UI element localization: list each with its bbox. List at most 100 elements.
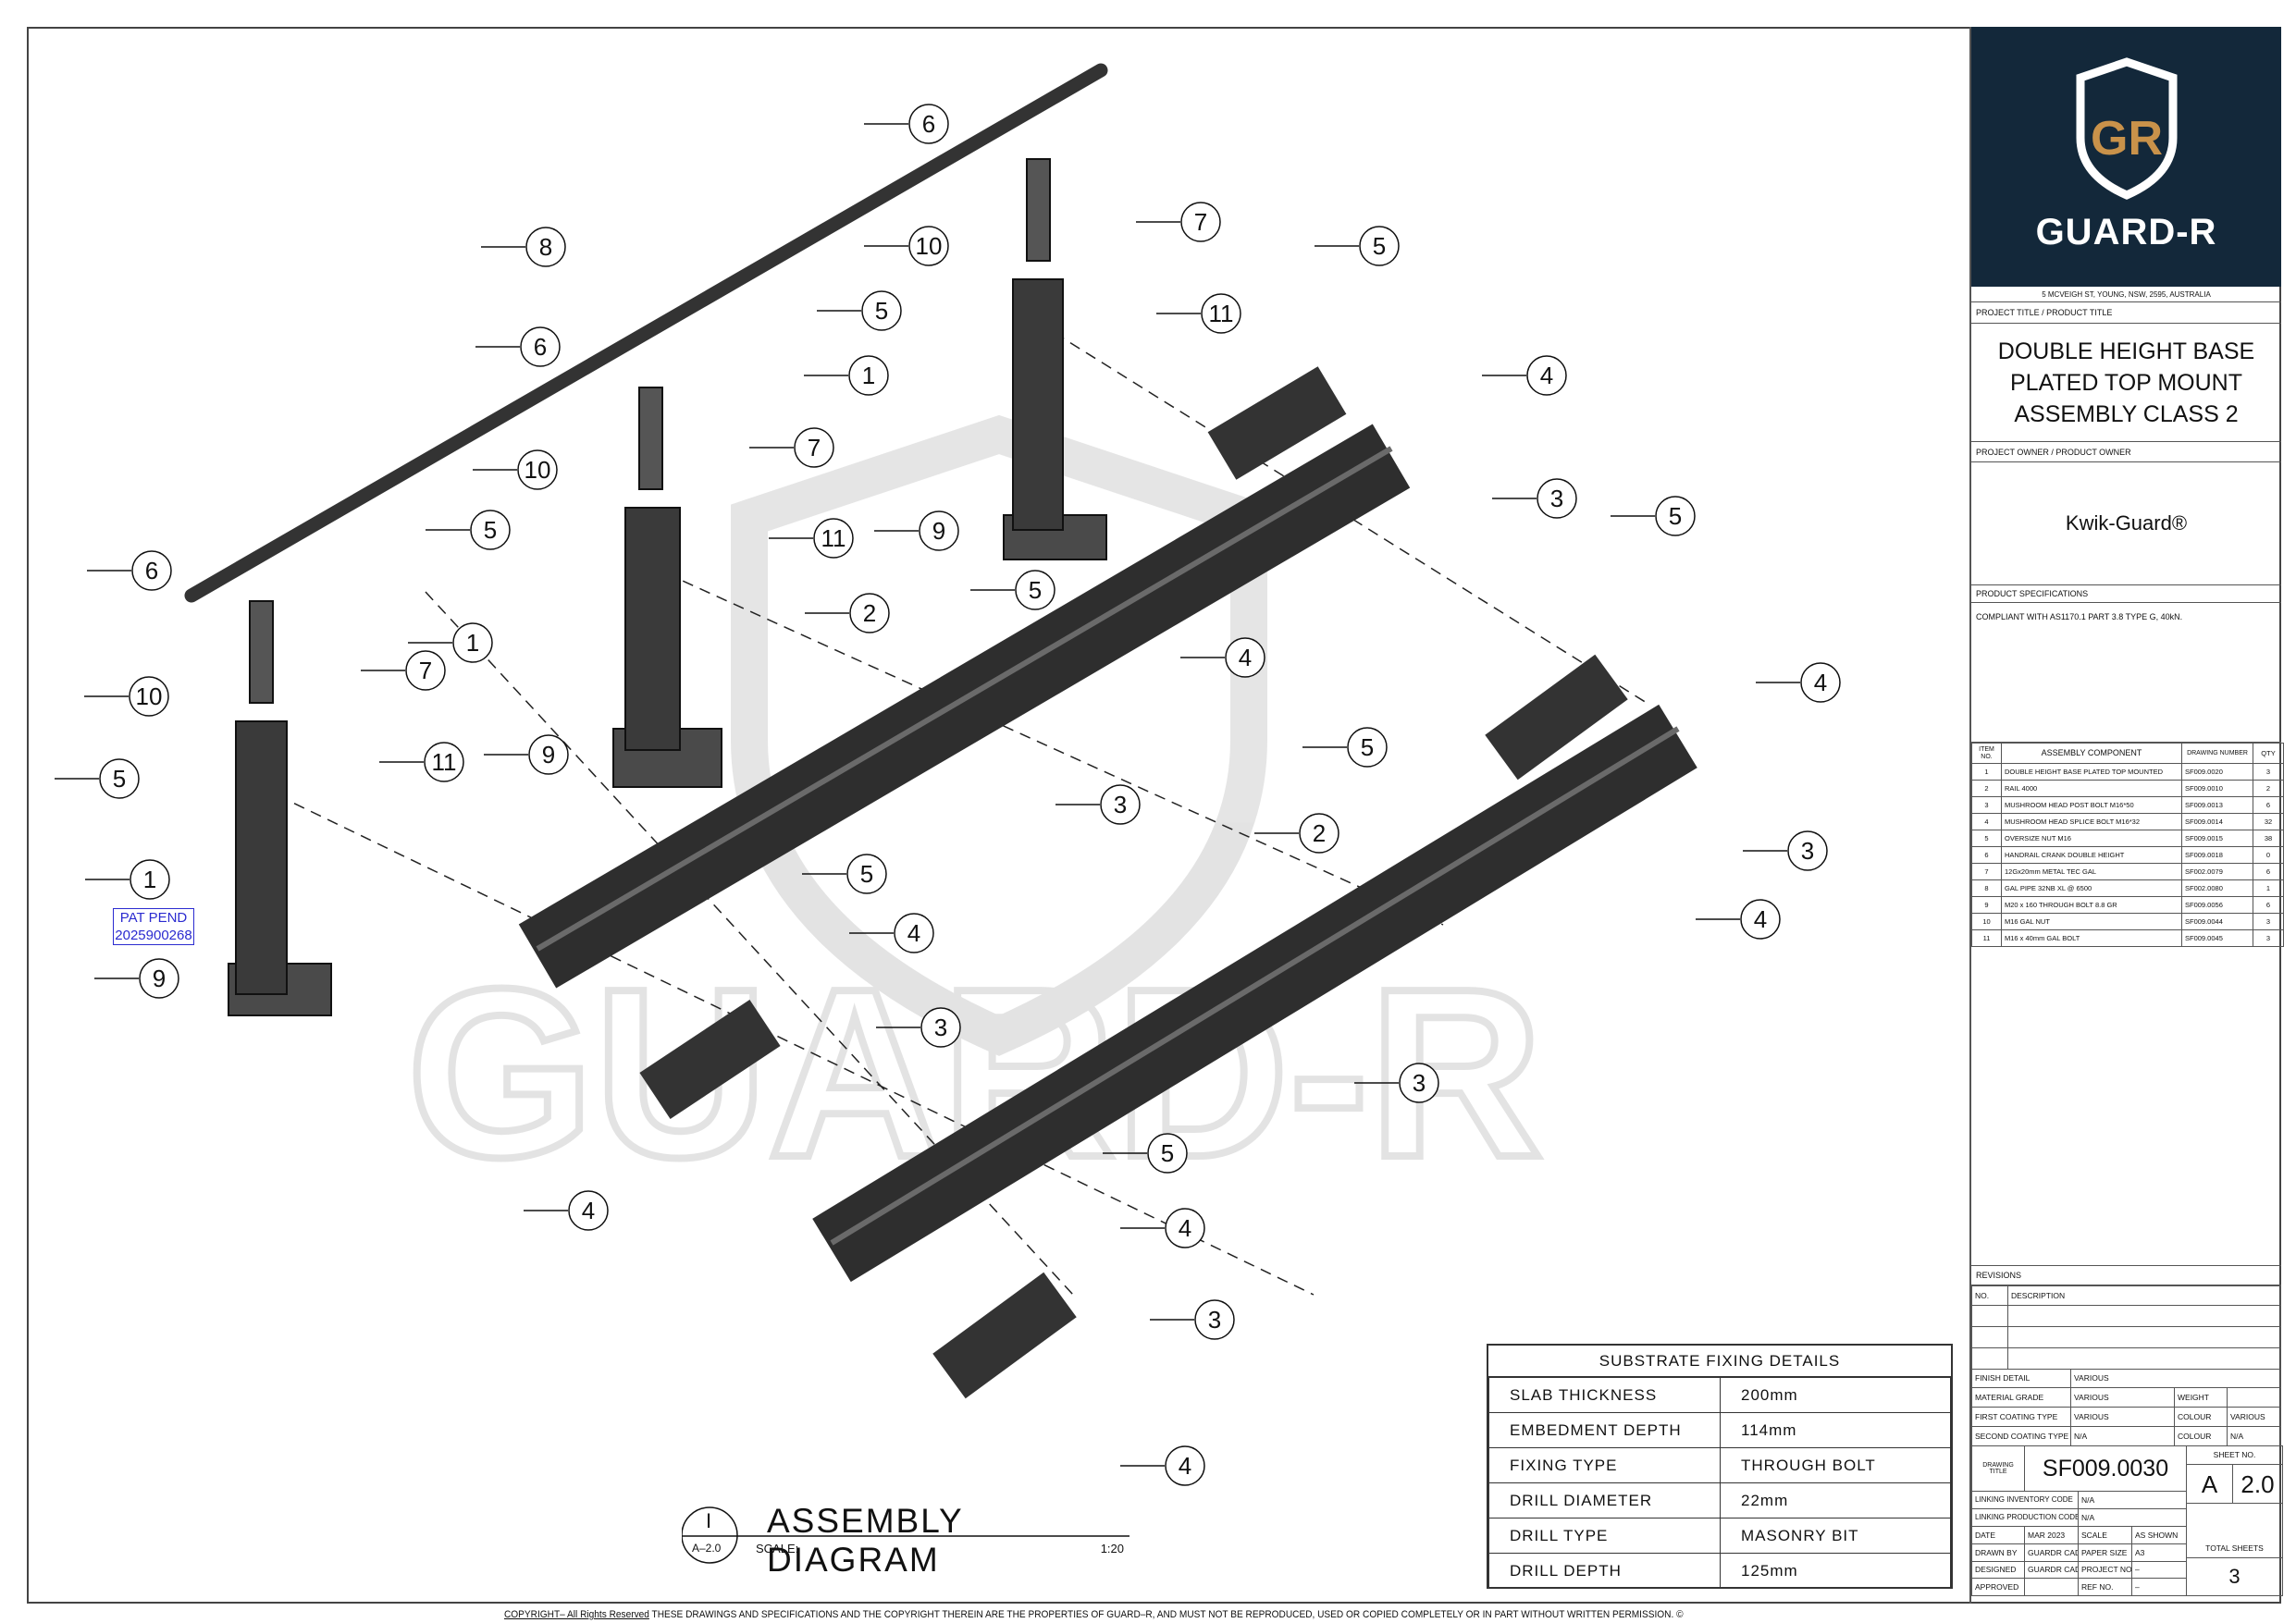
callout-balloon: 5	[817, 290, 902, 331]
splice-plate	[1485, 654, 1628, 781]
balloon-circle	[99, 758, 140, 799]
parts-item: 3	[1971, 796, 2002, 814]
parts-drawing: SF009.0044	[2181, 913, 2253, 930]
callout-balloon: 6	[864, 104, 949, 144]
callout-balloon: 9	[874, 510, 959, 551]
parts-item: 6	[1971, 846, 2002, 864]
total-sheets: 3	[2186, 1557, 2283, 1596]
inventory-code-label: LINKING INVENTORY CODE	[1971, 1491, 2079, 1509]
date-label: DATE	[1971, 1526, 2025, 1544]
balloon-circle	[1347, 727, 1388, 768]
colour1-value: VARIOUS	[2227, 1407, 2281, 1427]
parts-component: M20 x 160 THROUGH BOLT 8.8 GR	[2001, 896, 2182, 914]
patent-pending-label: PAT PEND 2025900268	[113, 908, 194, 945]
assembly-title: ASSEMBLY DIAGRAM	[767, 1502, 964, 1579]
callout-number: 9	[542, 741, 555, 768]
project-title-label: PROJECT TITLE / PRODUCT TITLE	[1971, 302, 2281, 324]
balloon-circle	[794, 427, 834, 468]
parts-component: GAL PIPE 32NB XL @ 6500	[2001, 879, 2182, 897]
sheet-letter: A	[2186, 1464, 2233, 1504]
parts-component: OVERSIZE NUT M16	[2001, 830, 2182, 847]
colour2-value: N/A	[2227, 1426, 2281, 1446]
callout-number: 4	[1239, 644, 1252, 671]
sheet-number: 2.0	[2232, 1464, 2283, 1504]
balloon-circle	[130, 859, 170, 900]
balloon-circle	[1100, 784, 1141, 825]
callout-balloon: 5	[426, 510, 511, 550]
balloon-circle	[1299, 813, 1339, 854]
callout-number: 3	[1114, 791, 1127, 818]
parts-item: 1	[1971, 763, 2002, 781]
post	[624, 507, 681, 751]
callout-number: 10	[136, 682, 163, 710]
callout-number: 1	[143, 866, 156, 893]
callout-number: 11	[1209, 300, 1234, 327]
callout-number: 5	[1029, 576, 1042, 604]
splice-plate	[639, 1000, 781, 1119]
callout-number: 1	[466, 629, 479, 657]
date-value: MAR 2023	[2024, 1526, 2079, 1544]
parts-component: M16 x 40mm GAL BOLT	[2001, 929, 2182, 947]
parts-component: MUSHROOM HEAD POST BOLT M16*50	[2001, 796, 2182, 814]
balloon-circle	[568, 1190, 609, 1231]
balloon-circle	[1787, 830, 1828, 871]
callout-balloon: 11	[1156, 293, 1241, 334]
parts-drawing: SF009.0013	[2181, 796, 2253, 814]
callout-number: 8	[539, 233, 552, 261]
balloon-circle	[517, 449, 558, 490]
substrate-value: 125mm	[1720, 1553, 1951, 1589]
balloon-circle	[452, 622, 493, 663]
parts-drawing: SF002.0080	[2181, 879, 2253, 897]
callout-balloon: 7	[749, 427, 834, 468]
callout-number: 5	[1373, 232, 1386, 260]
balloon-circle	[525, 227, 566, 267]
callout-number: 5	[860, 860, 873, 888]
handrail-pipe	[184, 63, 1108, 603]
callout-number: 9	[932, 517, 945, 545]
detail-ref-number: I	[706, 1509, 712, 1532]
parts-drawing: SF009.0015	[2181, 830, 2253, 847]
balloon-circle	[908, 104, 949, 144]
address: 5 MCVEIGH ST, YOUNG, NSW, 2595, AUSTRALI…	[1971, 287, 2281, 302]
approved-by	[2024, 1578, 2079, 1596]
callout-balloon: 4	[524, 1190, 609, 1231]
callout-balloon: 10	[84, 676, 169, 717]
callout-balloon: 5	[55, 758, 140, 799]
post	[235, 720, 288, 995]
callout-number: 3	[1550, 485, 1563, 512]
substrate-title: SUBSTRATE FIXING DETAILS	[1488, 1346, 1951, 1377]
callout-balloon: 2	[1254, 813, 1339, 854]
balloon-circle	[1015, 570, 1055, 610]
parts-qty: 2	[2253, 780, 2284, 797]
parts-component: MUSHROOM HEAD SPLICE BOLT M16*32	[2001, 813, 2182, 830]
callout-balloon: 10	[473, 449, 558, 490]
parts-component: 12Gx20mm METAL TEC GAL	[2001, 863, 2182, 880]
finish-label: FINISH DETAIL	[1971, 1369, 2071, 1388]
callout-number: 4	[907, 919, 920, 947]
callout-balloon: 3	[1150, 1299, 1235, 1340]
callout-balloon: 4	[849, 913, 934, 953]
callout-balloon: 4	[1120, 1445, 1205, 1486]
callout-balloon: 6	[87, 550, 172, 591]
callout-number: 10	[525, 456, 551, 484]
rev-cell	[2007, 1326, 2281, 1348]
callout-number: 5	[484, 516, 497, 544]
balloon-circle	[129, 676, 169, 717]
balloon-circle	[520, 326, 561, 367]
balloon-circle	[894, 913, 934, 953]
rev-desc-header: DESCRIPTION	[2007, 1285, 2281, 1306]
balloon-circle	[528, 734, 569, 775]
material-value: VARIOUS	[2070, 1387, 2175, 1408]
balloon-circle	[1165, 1445, 1205, 1486]
callout-number: 4	[1540, 362, 1553, 389]
drawn-by-label: DRAWN BY	[1971, 1543, 2025, 1562]
paper-size-label: PAPER SIZE	[2078, 1543, 2132, 1562]
balloon-circle	[908, 226, 949, 266]
callout-number: 6	[922, 110, 935, 138]
